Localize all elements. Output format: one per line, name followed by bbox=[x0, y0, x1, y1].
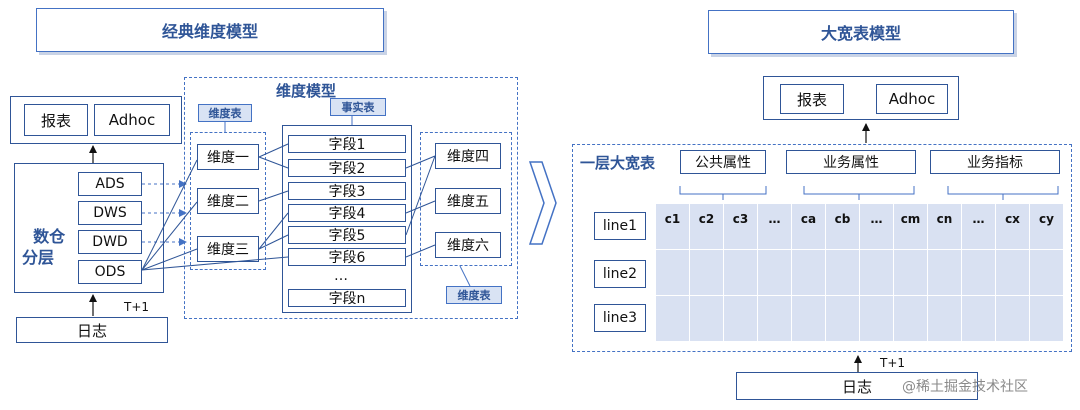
column-header: cn bbox=[936, 212, 953, 226]
column-header: cm bbox=[900, 212, 921, 226]
grid-cell: cx bbox=[996, 204, 1030, 250]
grid-cell bbox=[996, 250, 1030, 296]
grid-cell bbox=[928, 250, 962, 296]
left-report-container bbox=[10, 96, 182, 144]
right-report-box: 报表 bbox=[780, 84, 844, 114]
wide-table-title: 一层大宽表 bbox=[580, 154, 656, 172]
grid-cell bbox=[860, 250, 894, 296]
right-report-container bbox=[763, 76, 959, 120]
dimension-table-callout-left: 维度表 bbox=[198, 104, 252, 122]
layer-ods: ODS bbox=[78, 260, 142, 284]
grid-cell bbox=[1030, 250, 1064, 296]
column-header: … bbox=[972, 212, 985, 226]
grid-cell bbox=[996, 296, 1030, 342]
fact-field-3: 字段3 bbox=[288, 182, 406, 200]
grid-cell: … bbox=[860, 204, 894, 250]
dimension-two: 维度二 bbox=[197, 188, 259, 214]
group-public-attributes: 公共属性 bbox=[680, 150, 766, 174]
column-header: cb bbox=[834, 212, 851, 226]
left-log-box: 日志 bbox=[16, 317, 168, 343]
layer-dwd: DWD bbox=[78, 230, 142, 254]
left-adhoc-box: Adhoc bbox=[94, 104, 170, 136]
column-header: c2 bbox=[698, 212, 715, 226]
grid-cell bbox=[690, 250, 724, 296]
fact-field-2: 字段2 bbox=[288, 159, 406, 177]
grid-cell bbox=[894, 250, 928, 296]
column-header: … bbox=[768, 212, 781, 226]
right-adhoc-box: Adhoc bbox=[876, 84, 948, 114]
grid-cell bbox=[758, 296, 792, 342]
classic-model-banner: 经典维度模型 bbox=[36, 8, 384, 52]
grid-cell: cy bbox=[1030, 204, 1064, 250]
column-header: c1 bbox=[664, 212, 681, 226]
grid-cell: c3 bbox=[724, 204, 758, 250]
wide-table-model-banner: 大宽表模型 bbox=[708, 10, 1014, 54]
grid-cell: cb bbox=[826, 204, 860, 250]
left-report-box: 报表 bbox=[24, 104, 88, 136]
grid-cell bbox=[962, 250, 996, 296]
grid-cell bbox=[860, 296, 894, 342]
grid-cell bbox=[724, 296, 758, 342]
fact-field-4: 字段4 bbox=[288, 204, 406, 222]
group-business-attributes: 业务属性 bbox=[786, 150, 916, 174]
grid-cell: … bbox=[758, 204, 792, 250]
column-header: cy bbox=[1039, 212, 1054, 226]
grid-cell bbox=[690, 296, 724, 342]
warehouse-layers-label: 数仓 分层 bbox=[22, 227, 66, 267]
fact-field-ellipsis: … bbox=[334, 268, 348, 284]
wide-table-container bbox=[572, 144, 1072, 352]
grid-cell: c2 bbox=[690, 204, 724, 250]
dimension-five: 维度五 bbox=[435, 188, 501, 214]
layer-dws: DWS bbox=[78, 201, 142, 225]
layer-ads: ADS bbox=[78, 172, 142, 196]
grid-cell: … bbox=[962, 204, 996, 250]
column-header: cx bbox=[1005, 212, 1020, 226]
wide-table-grid: c1 c2 c3 … ca cb … cm cn … cx cy bbox=[656, 204, 1064, 342]
fact-field-n: 字段n bbox=[288, 289, 406, 307]
group-business-metrics: 业务指标 bbox=[930, 150, 1060, 174]
grid-cell bbox=[724, 250, 758, 296]
grid-cell: c1 bbox=[656, 204, 690, 250]
row-label-line3: line3 bbox=[594, 304, 646, 332]
fact-field-1: 字段1 bbox=[288, 135, 406, 153]
grid-cell bbox=[792, 250, 826, 296]
grid-cell: cn bbox=[928, 204, 962, 250]
dimension-one: 维度一 bbox=[197, 144, 259, 170]
grid-cell bbox=[1030, 296, 1064, 342]
grid-cell: cm bbox=[894, 204, 928, 250]
grid-cell bbox=[758, 250, 792, 296]
grid-cell: ca bbox=[792, 204, 826, 250]
column-header: … bbox=[870, 212, 883, 226]
fact-table-callout: 事实表 bbox=[330, 98, 386, 116]
left-t-plus-one: T+1 bbox=[124, 300, 150, 314]
dimension-table-callout-right: 维度表 bbox=[446, 286, 502, 304]
grid-cell bbox=[826, 296, 860, 342]
grid-cell bbox=[826, 250, 860, 296]
fact-field-5: 字段5 bbox=[288, 226, 406, 244]
row-label-line2: line2 bbox=[594, 260, 646, 288]
dimension-three: 维度三 bbox=[197, 236, 259, 262]
dimension-six: 维度六 bbox=[435, 232, 501, 258]
grid-cell bbox=[962, 296, 996, 342]
right-t-plus-one: T+1 bbox=[880, 356, 906, 370]
watermark: @稀土掘金技术社区 bbox=[902, 379, 1028, 395]
column-header: c3 bbox=[732, 212, 749, 226]
grid-cell bbox=[656, 250, 690, 296]
grid-cell bbox=[656, 296, 690, 342]
right-log-box: 日志 bbox=[736, 372, 978, 400]
grid-cell bbox=[928, 296, 962, 342]
grid-cell bbox=[894, 296, 928, 342]
dimension-model-title: 维度模型 bbox=[276, 82, 337, 100]
fact-field-6: 字段6 bbox=[288, 248, 406, 266]
dimension-four: 维度四 bbox=[435, 143, 501, 169]
column-header: ca bbox=[800, 212, 817, 226]
row-label-line1: line1 bbox=[594, 212, 646, 240]
grid-cell bbox=[792, 296, 826, 342]
